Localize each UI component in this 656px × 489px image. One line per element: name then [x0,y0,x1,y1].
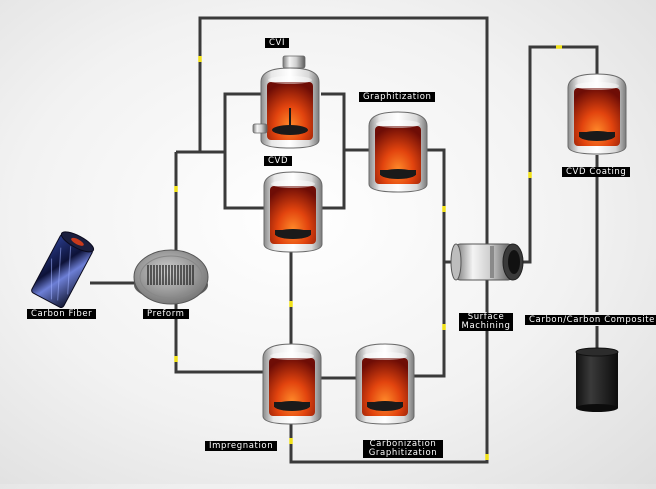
pipe-left-bus-cvi [200,92,262,154]
label-carbonization-line2: Graphitization [368,448,438,458]
label-impregnation: Impregnation [205,441,278,451]
label-carbonization-graphitization: Carbonization Graphitization [363,440,443,458]
label-cvd-coating: CVD Coating [562,167,631,177]
graphitization-furnace-icon [368,111,428,193]
label-surface-machining-line2: Machining [461,321,511,331]
label-cvd: CVD [264,156,293,166]
pipe-top-loop [176,16,489,246]
impregnation-furnace-icon [262,343,322,425]
cvi-furnace-icon [252,55,320,149]
label-carbonization-line1: Carbonization [369,439,437,449]
cvd-furnace-icon [263,171,323,253]
pipes [90,16,599,464]
pipe-machining-coating [522,45,599,264]
pipe-cvi-right [321,92,346,150]
pipe-left-bus-cvd [223,152,264,210]
label-preform: Preform [143,309,189,319]
label-cvi: CVI [265,38,290,48]
surface-machining-cylinder-icon [450,243,524,281]
composite-drum-icon [575,347,619,412]
pipe-cvd-right [322,148,369,210]
pipe-carbonization-up [413,262,446,378]
preform-disc-icon [133,249,209,305]
carbonization-furnace-icon [355,343,415,425]
label-surface-machining-line1: Surface [467,312,505,322]
label-carbon-carbon-composite: Carbon/Carbon Composite [525,315,656,325]
label-carbon-fiber: Carbon Fiber [27,309,97,319]
cvd-coating-furnace-icon [567,73,627,155]
carbon-fiber-spool-icon [31,231,95,309]
label-graphitization: Graphitization [359,92,436,102]
label-surface-machining: Surface Machining [459,313,513,331]
pipe-joints [174,45,562,460]
pipe-graphitization-right [426,148,457,264]
